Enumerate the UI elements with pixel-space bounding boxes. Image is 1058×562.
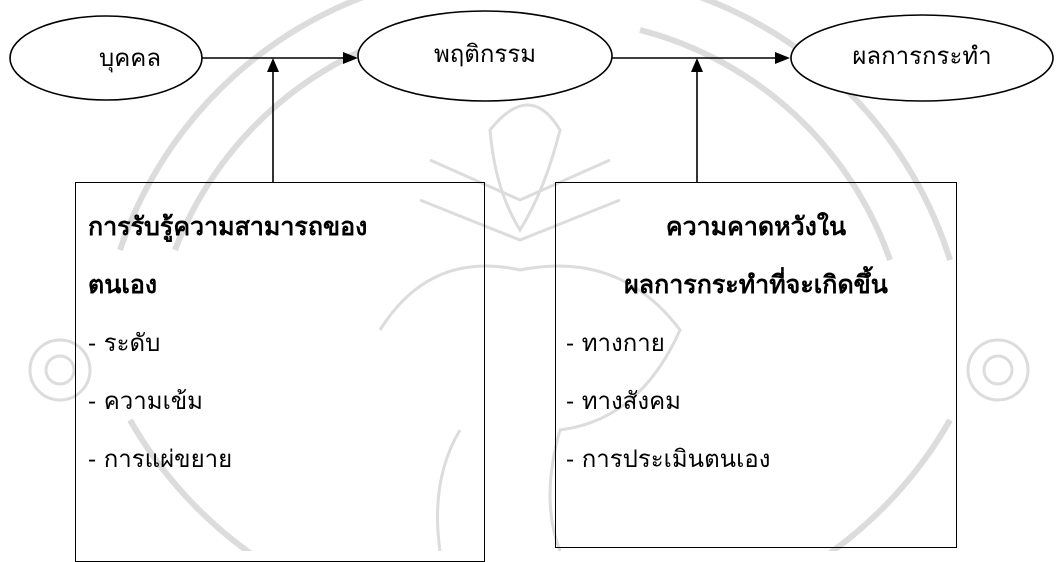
- node-outcome-label: ผลการกระทำ: [852, 42, 991, 70]
- outcome-expectation-list: - ทางกาย - ทางสังคม - การประเมินตนเอง: [556, 314, 956, 488]
- outcome-expectation-item: - ทางสังคม: [556, 372, 956, 430]
- arrowhead-to-outcome: [775, 52, 790, 64]
- arrowhead-efficacy-up: [267, 58, 279, 72]
- self-efficacy-item: - ระดับ: [76, 314, 484, 372]
- self-efficacy-item: - ความเข้ม: [76, 372, 484, 430]
- self-efficacy-item: - การแผ่ขยาย: [76, 430, 484, 488]
- self-efficacy-box: การรับรู้ความสามารถของ ตนเอง - ระดับ - ค…: [75, 182, 485, 562]
- self-efficacy-title-line2: ตนเอง: [88, 270, 157, 299]
- arrowhead-to-behavior: [343, 52, 358, 64]
- self-efficacy-list: - ระดับ - ความเข้ม - การแผ่ขยาย: [76, 314, 484, 488]
- node-person-label: บุคคล: [99, 44, 161, 73]
- self-efficacy-title-line1: การรับรู้ความสามารถของ: [88, 212, 367, 241]
- outcome-expectation-item: - การประเมินตนเอง: [556, 430, 956, 488]
- self-efficacy-title: การรับรู้ความสามารถของ ตนเอง: [76, 183, 484, 314]
- node-behavior-label: พฤติกรรม: [434, 40, 536, 68]
- outcome-expectation-item: - ทางกาย: [556, 314, 956, 372]
- arrowhead-expectation-up: [691, 58, 703, 72]
- outcome-expectation-box: ความคาดหวังใน ผลการกระทำที่จะเกิดขึ้น - …: [555, 182, 957, 548]
- outcome-expectation-title-line2: ผลการกระทำที่จะเกิดขึ้น: [624, 270, 888, 299]
- outcome-expectation-title-line1: ความคาดหวังใน: [666, 212, 846, 241]
- outcome-expectation-title: ความคาดหวังใน ผลการกระทำที่จะเกิดขึ้น: [556, 183, 956, 314]
